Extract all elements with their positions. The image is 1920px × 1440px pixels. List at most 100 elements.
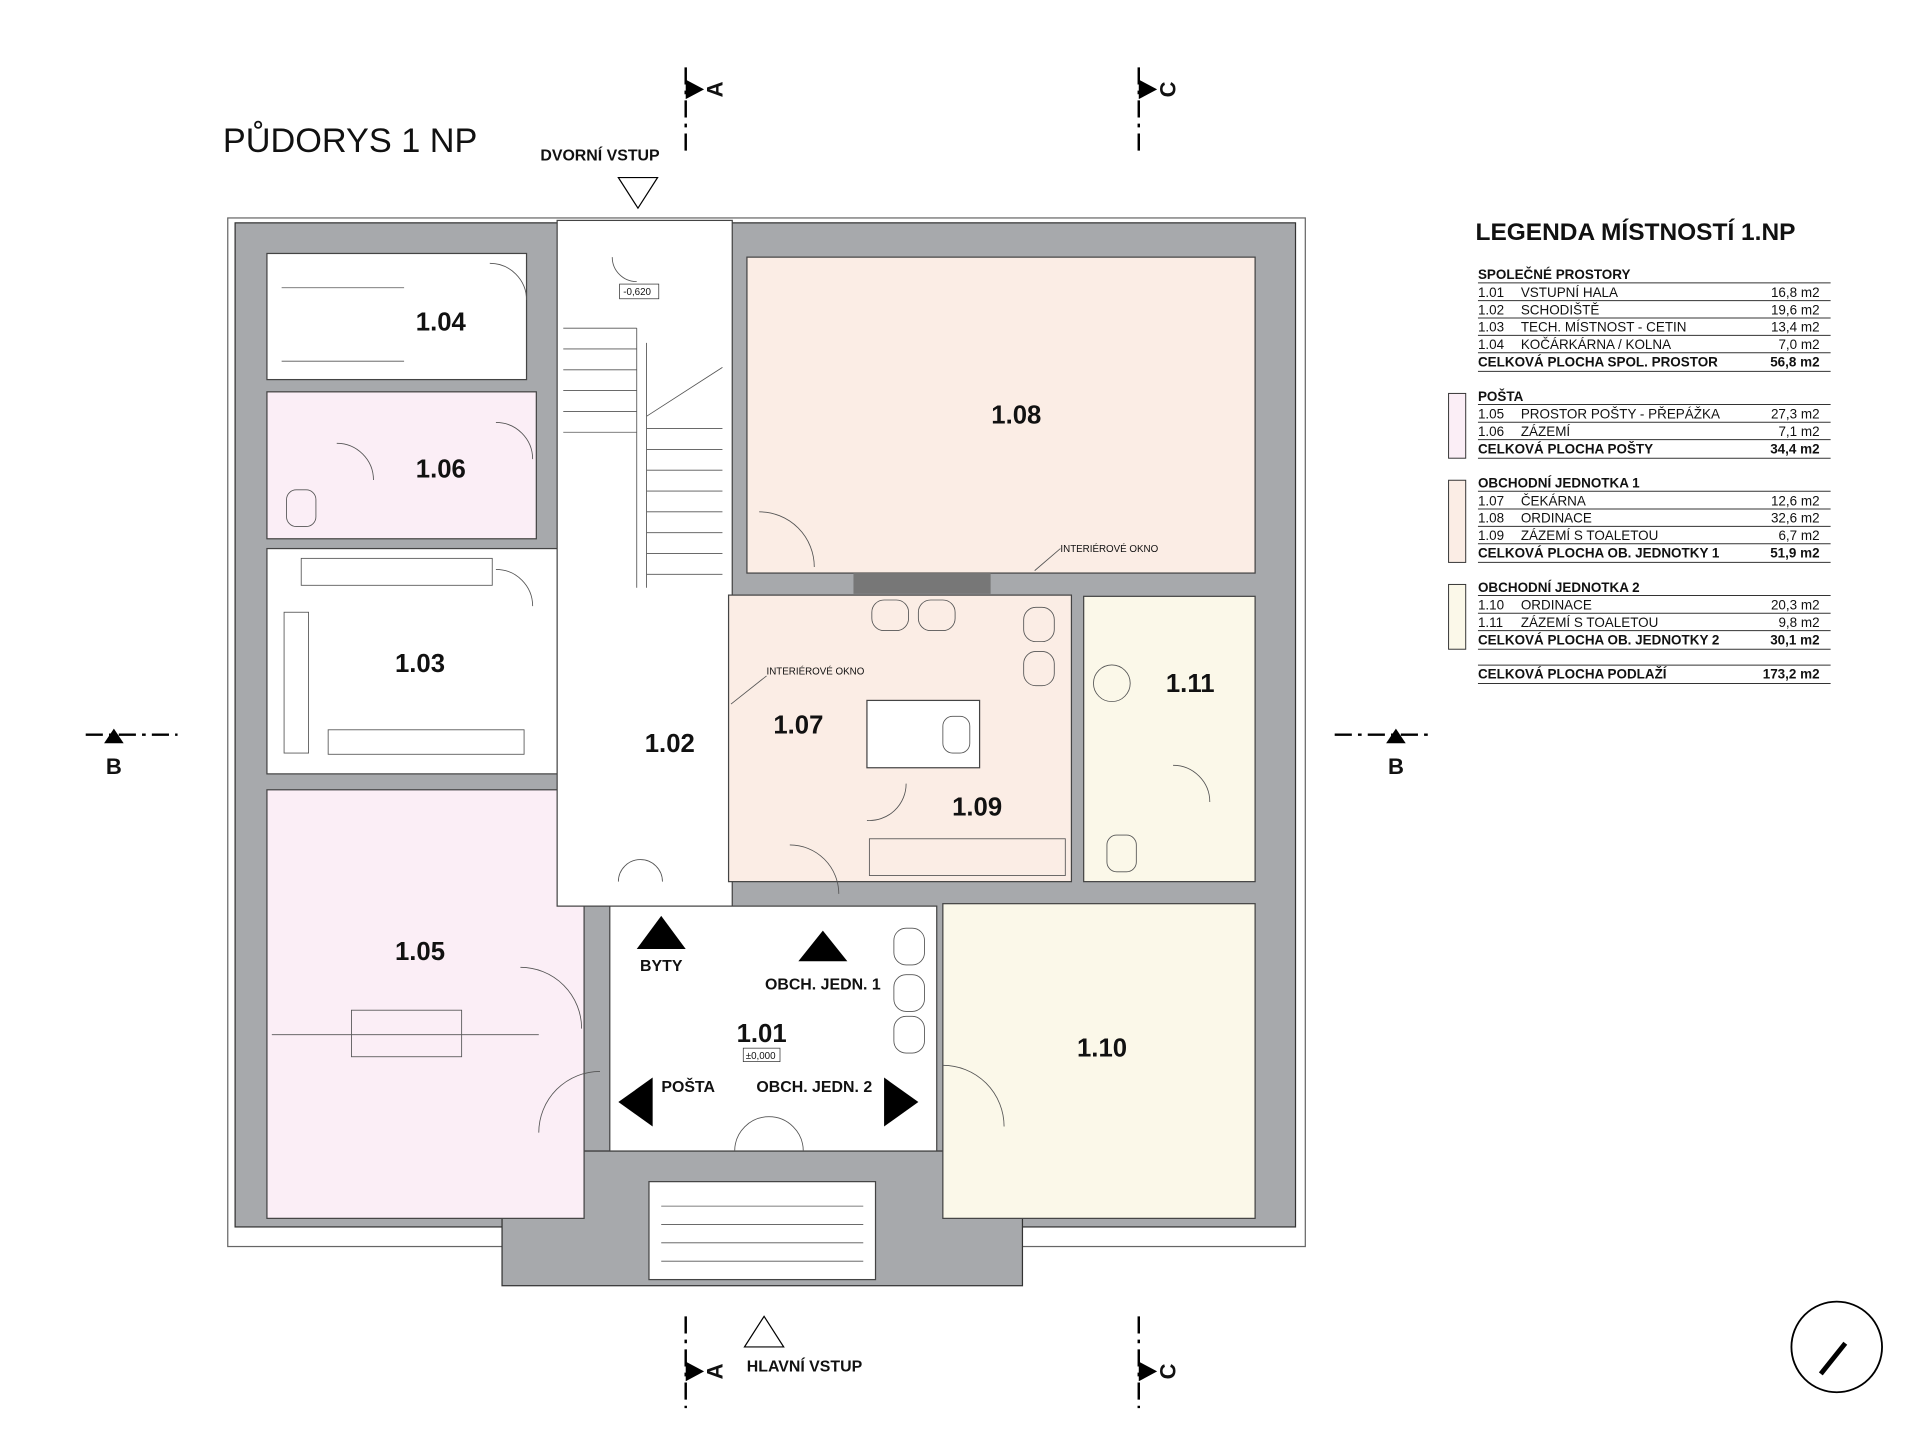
legend-group-total-label: CELKOVÁ PLOCHA OB. JEDNOTKY 1 <box>1478 546 1720 561</box>
legend-group-total: 34,4 m2 <box>1770 441 1819 456</box>
room-1-10 <box>942 903 1256 1219</box>
legend-room-no: 1.08 <box>1478 511 1504 526</box>
north-arrow-icon <box>1790 1300 1883 1394</box>
direction-arrows <box>617 176 919 1348</box>
legend-color-swatch <box>1448 583 1467 650</box>
legend-room-no: 1.01 <box>1478 285 1504 300</box>
interior-window-note-2: INTERIÉROVÉ OKNO <box>767 667 865 678</box>
legend-color-swatch <box>1448 479 1467 563</box>
furniture <box>271 287 1137 1058</box>
byty-label: BYTY <box>640 958 683 975</box>
label-1-04: 1.04 <box>416 309 467 337</box>
legend-room-no: 1.03 <box>1478 320 1504 335</box>
legend-grand-total-label: CELKOVÁ PLOCHA PODLAŽÍ <box>1478 667 1668 682</box>
legend-room-area: 20,3 m2 <box>1771 598 1820 613</box>
main-entrance-label: HLAVNÍ VSTUP <box>747 1356 863 1375</box>
staircase <box>563 327 864 1262</box>
posta-label: POŠTA <box>661 1077 715 1096</box>
legend-room-area: 32,6 m2 <box>1771 511 1820 526</box>
label-1-09: 1.09 <box>952 794 1002 822</box>
legend-room-name: ZÁZEMÍ S TOALETOU <box>1521 615 1659 630</box>
legend-group-total-label: CELKOVÁ PLOCHA OB. JEDNOTKY 2 <box>1478 632 1719 647</box>
legend-room-name: ORDINACE <box>1521 598 1592 613</box>
entrance-steps <box>648 1181 877 1281</box>
section-c-bottom: C <box>1156 1363 1181 1379</box>
label-1-08: 1.08 <box>991 402 1041 430</box>
legend-group-title: OBCHODNÍ JEDNOTKA 2 <box>1478 580 1640 595</box>
courtyard-entry-icon <box>617 176 659 210</box>
label-1-11: 1.11 <box>1166 670 1215 698</box>
legend-room-area: 9,8 m2 <box>1778 615 1819 630</box>
legend-room-name: ZÁZEMÍ <box>1521 424 1571 439</box>
section-b-right: B <box>1388 754 1404 779</box>
legend-grand-total: 173,2 m2 <box>1763 667 1820 682</box>
legend-room-no: 1.11 <box>1478 615 1503 630</box>
obch2-label: OBCH. JEDN. 2 <box>756 1079 872 1096</box>
legend-room-name: PROSTOR POŠTY - PŘEPÁŽKA <box>1521 407 1720 422</box>
label-1-01: 1.01 <box>737 1020 787 1048</box>
legend-room-name: ČEKÁRNA <box>1521 493 1586 508</box>
legend-group-total-label: CELKOVÁ PLOCHA SPOL. PROSTOR <box>1478 354 1718 369</box>
legend-room-no: 1.10 <box>1478 598 1504 613</box>
legend-group-total: 51,9 m2 <box>1770 546 1819 561</box>
legend-room-no: 1.04 <box>1478 337 1505 352</box>
room-1-04 <box>266 252 528 381</box>
label-1-06: 1.06 <box>416 456 466 484</box>
legend-room-no: 1.02 <box>1478 302 1504 317</box>
level-courtyard: -0,620 <box>623 287 651 298</box>
doors <box>336 257 1211 1152</box>
legend-room-name: ZÁZEMÍ S TOALETOU <box>1521 528 1659 543</box>
label-1-02: 1.02 <box>645 730 695 758</box>
legend-room-no: 1.09 <box>1478 528 1504 543</box>
main-entry-icon <box>743 1315 785 1348</box>
arrow-obch2-icon <box>884 1077 919 1127</box>
section-markers: A A C C B B <box>85 67 1433 1409</box>
legend-room-area: 6,7 m2 <box>1778 528 1819 543</box>
obch1-label: OBCH. JEDN. 1 <box>765 976 881 993</box>
section-a-top: A <box>702 81 727 97</box>
arrow-posta-icon <box>618 1077 653 1127</box>
legend-group-total: 30,1 m2 <box>1770 632 1819 647</box>
legend-room-area: 7,0 m2 <box>1778 337 1819 352</box>
legend-room-name: ORDINACE <box>1521 511 1592 526</box>
legend-room-no: 1.06 <box>1478 424 1504 439</box>
legend-group-total: 56,8 m2 <box>1770 354 1819 369</box>
section-a-bottom: A <box>702 1363 727 1379</box>
room-1-08 <box>746 256 1256 574</box>
room-1-03 <box>266 547 574 775</box>
legend-room-area: 27,3 m2 <box>1771 407 1820 422</box>
section-c-top: C <box>1156 81 1181 97</box>
legend-room-no: 1.07 <box>1478 493 1504 508</box>
label-1-07: 1.07 <box>773 711 823 739</box>
plan-title: PŮDORYS 1 NP <box>223 120 478 160</box>
legend-room-name: VSTUPNÍ HALA <box>1521 285 1618 300</box>
label-1-10: 1.10 <box>1077 1035 1127 1063</box>
label-1-03: 1.03 <box>395 650 445 678</box>
interior-window-wall <box>853 573 991 594</box>
room-legend: LEGENDA MÍSTNOSTÍ 1.NP SPOLEČNÉ PROSTORY… <box>1448 218 1831 685</box>
wc-1-07 <box>866 699 981 769</box>
legend-group-title: OBCHODNÍ JEDNOTKA 1 <box>1478 476 1640 491</box>
courtyard-entrance-label: DVORNÍ VSTUP <box>540 145 660 164</box>
legend-room-area: 19,6 m2 <box>1771 302 1820 317</box>
arrow-byty-icon <box>636 915 686 949</box>
legend-group-title: POŠTA <box>1478 389 1524 404</box>
legend-room-area: 7,1 m2 <box>1778 424 1819 439</box>
legend-title: LEGENDA MÍSTNOSTÍ 1.NP <box>1476 218 1796 246</box>
room-1-05 <box>266 789 585 1219</box>
room-1-06 <box>266 391 537 540</box>
legend-group-title: SPOLEČNÉ PROSTORY <box>1478 267 1631 282</box>
legend-room-name: KOČÁRKÁRNA / KOLNA <box>1521 337 1671 352</box>
room-1-02 <box>556 219 733 907</box>
legend-group-total-label: CELKOVÁ PLOCHA POŠTY <box>1478 441 1653 456</box>
level-main: ±0,000 <box>746 1051 776 1062</box>
legend-room-area: 12,6 m2 <box>1771 493 1820 508</box>
section-b-left: B <box>106 754 122 779</box>
legend-color-swatch <box>1448 392 1467 459</box>
room-1-11 <box>1083 595 1256 883</box>
legend-room-area: 13,4 m2 <box>1771 320 1820 335</box>
legend-room-no: 1.05 <box>1478 407 1504 422</box>
arrow-obch1-icon <box>798 930 848 962</box>
label-1-05: 1.05 <box>395 938 445 966</box>
